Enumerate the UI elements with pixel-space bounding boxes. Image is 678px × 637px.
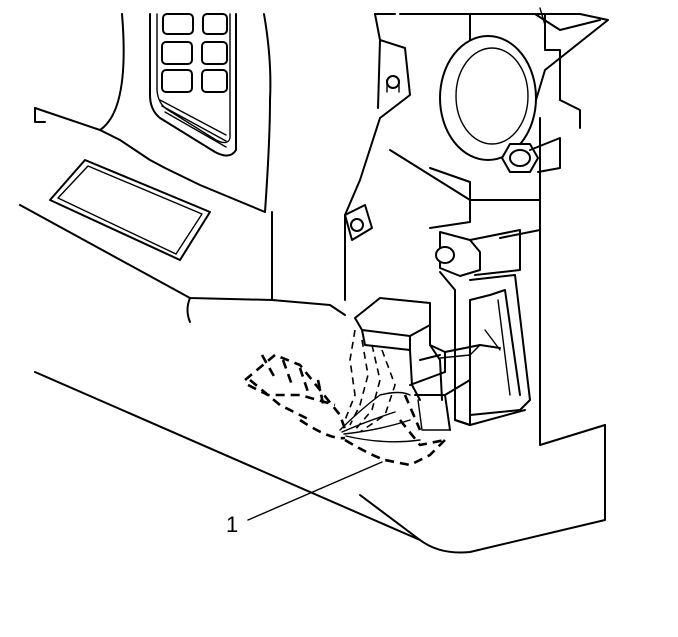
electrical-connector <box>354 297 501 431</box>
button-icon <box>201 41 228 65</box>
nut-icon <box>501 137 561 173</box>
storage-door <box>49 159 211 261</box>
callout-1: 1 <box>226 461 383 537</box>
column-support-bracket <box>344 13 411 301</box>
column-mounting-plate <box>389 149 541 277</box>
button-icon <box>201 69 228 93</box>
callout-label: 1 <box>226 512 238 537</box>
leader-line <box>247 461 383 521</box>
knee-bolster <box>34 117 606 554</box>
bolt-icon <box>435 246 455 264</box>
button-icon <box>161 69 193 93</box>
column-housing-icon <box>439 35 537 161</box>
steering-column <box>399 7 609 161</box>
button-icon <box>161 41 193 65</box>
instrument-panel-upper <box>19 13 346 323</box>
button-icon <box>162 13 194 35</box>
control-bezel <box>149 13 237 157</box>
wiring-harness <box>244 329 446 467</box>
bolt-icon <box>350 218 364 232</box>
button-icon <box>202 13 228 35</box>
bolt-icon <box>386 75 400 89</box>
module-bracket <box>439 271 531 426</box>
